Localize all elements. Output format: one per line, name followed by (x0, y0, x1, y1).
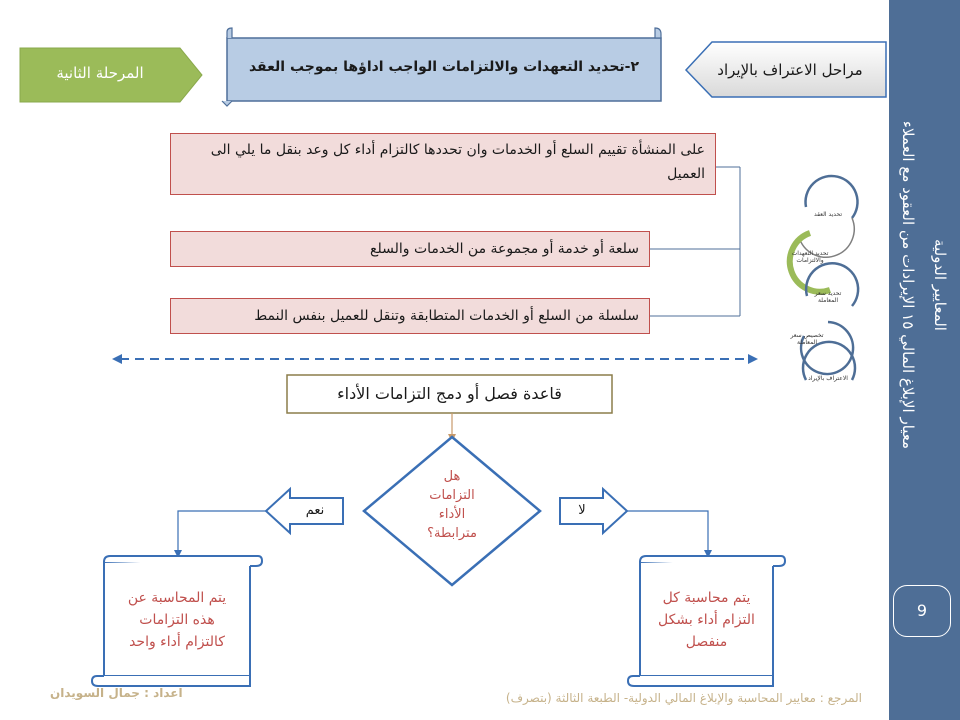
yes-result-line3: كالتزام أداء واحد (129, 634, 225, 650)
step-title-scroll (221, 27, 662, 107)
no-result-text: يتم محاسبة كل التزام أداء بشكل منفصل (644, 587, 769, 653)
footer-author: اعداد : جمال السويدان (50, 686, 183, 700)
yes-label: نعم (305, 503, 325, 518)
cycle-node1: تحديد العقد (814, 211, 842, 218)
sidebar-title-line2: معيار الإبلاغ المالي ١٥ الإيرادات من الع… (899, 120, 917, 450)
definition-box: على المنشأة تقييم السلع أو الخدمات وان ت… (170, 133, 716, 195)
no-result-line1: يتم محاسبة كل (662, 590, 751, 606)
item2-box: سلسلة من السلع أو الخدمات المتطابقة وتنق… (170, 298, 650, 334)
cycle-diagram (786, 174, 860, 381)
cycle-node2: تحديد التعهدات والالتزامات (791, 250, 829, 264)
recognition-stages-label: مراحل الاعتراف بالإيراد (717, 61, 863, 79)
yes-result-text: يتم المحاسبة عن هذه التزامات كالتزام أدا… (108, 587, 246, 653)
question-line4: مترابطة؟ (427, 526, 477, 541)
yes-arrow (264, 486, 344, 536)
rule-title: قاعدة فصل أو دمج التزامات الأداء (337, 384, 562, 403)
dashed-divider (112, 354, 758, 364)
no-arrow (559, 486, 629, 536)
cycle-node4: تخصيص سعر المعاملة (790, 332, 824, 346)
no-label: لا (578, 503, 586, 518)
decision-question: هل التزامات الأداء مترابطة؟ (404, 467, 500, 543)
no-result-line2: التزام أداء بشكل (658, 612, 755, 628)
no-result-line3: منفصل (685, 634, 728, 650)
question-line1: هل (443, 469, 461, 484)
diagram-canvas (19, 27, 887, 687)
stage-label: المرحلة الثانية (56, 64, 144, 82)
footer-reference: المرجع : معايير المحاسبة والإبلاغ المالي… (505, 691, 862, 705)
stage-arrow (19, 47, 203, 103)
sidebar: المعايير الدولية معيار الإبلاغ المالي ١٥… (889, 0, 960, 720)
rule-title-box (286, 374, 613, 414)
step-title: ٢-تحديد التعهدات والالتزامات الواجب اداؤ… (248, 59, 640, 75)
yes-result-scroll (90, 555, 264, 687)
sidebar-title: المعايير الدولية معيار الإبلاغ المالي ١٥… (889, 0, 960, 570)
bracket-connector (650, 166, 741, 317)
sidebar-title-line1: المعايير الدولية (931, 239, 949, 331)
cycle-node5: الاعتراف بالإيراد (808, 375, 848, 382)
no-result-scroll (626, 555, 787, 687)
recognition-arrow (684, 41, 887, 98)
item1-box: سلعة أو خدمة أو مجموعة من الخدمات والسلع (170, 231, 650, 267)
cycle-node3: تحديد سعر المعاملة (814, 290, 842, 304)
question-line2: التزامات (429, 488, 475, 503)
decision-diamond (362, 435, 542, 587)
yes-result-line2: هذه التزامات (139, 612, 215, 628)
yes-result-line1: يتم المحاسبة عن (127, 590, 227, 606)
result-connectors (177, 510, 709, 552)
question-line3: الأداء (438, 507, 466, 522)
page-number: 9 (893, 585, 951, 637)
